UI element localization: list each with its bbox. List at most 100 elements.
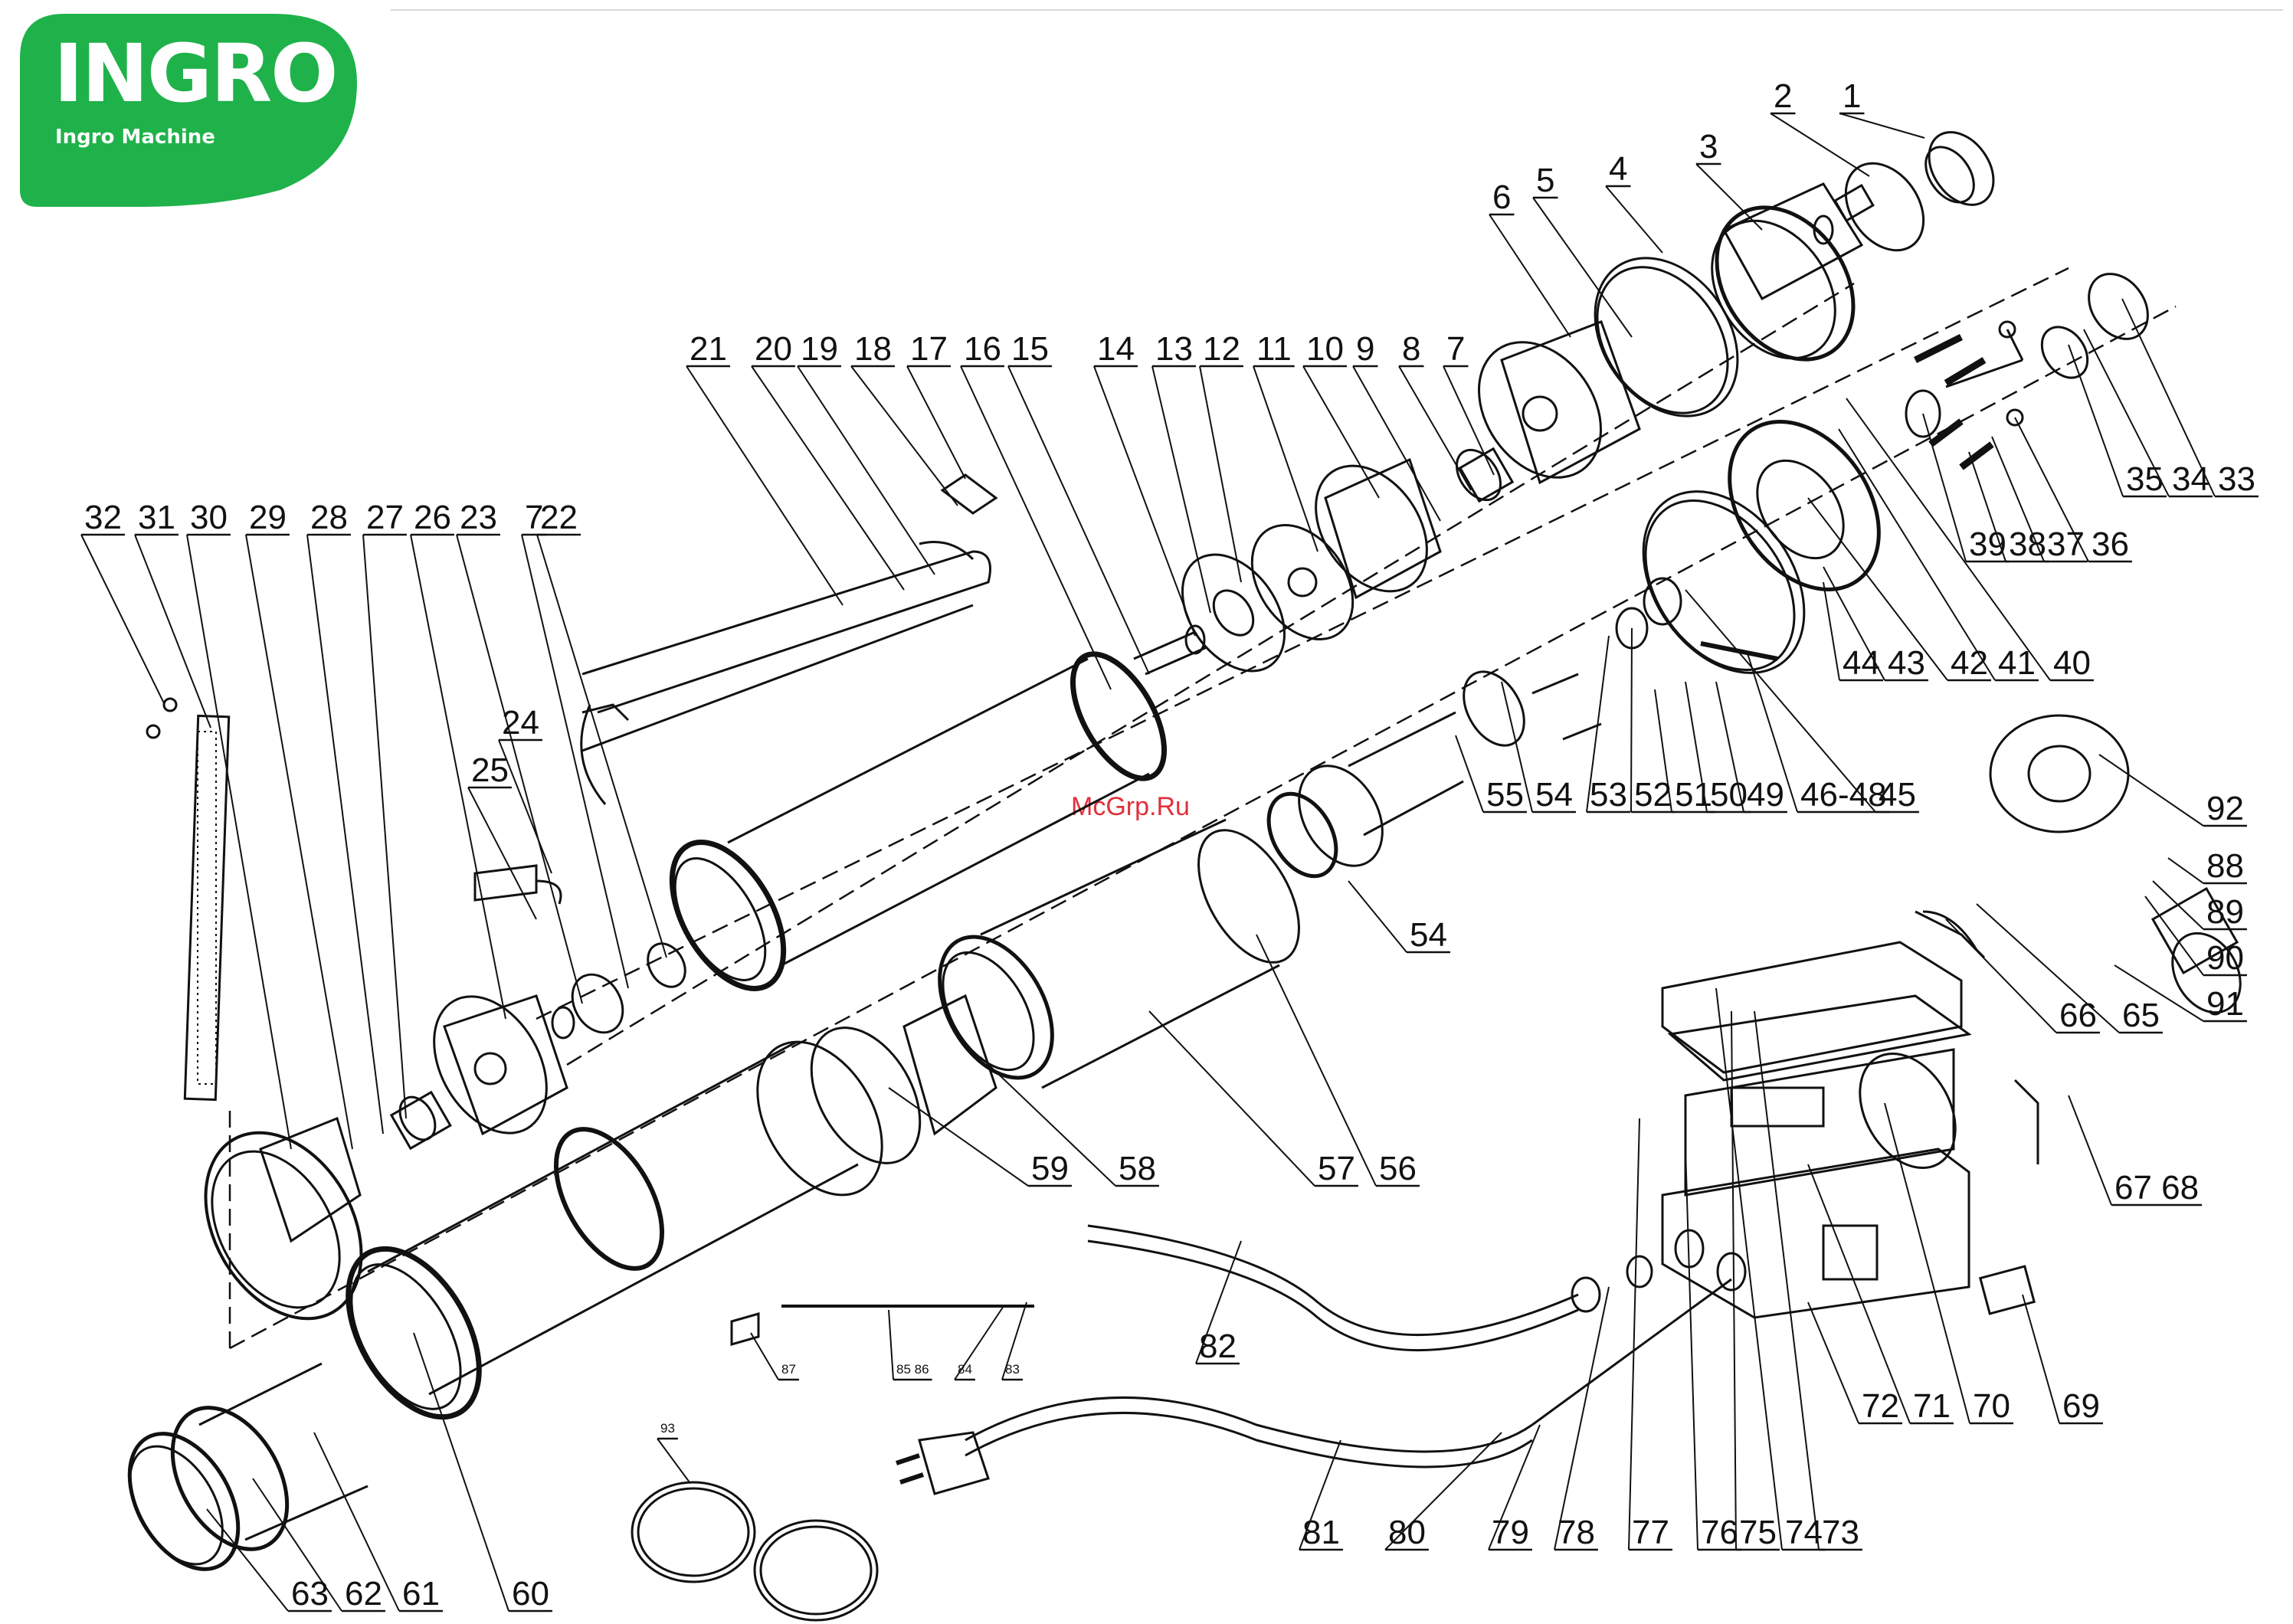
callout-53: 53 — [1590, 776, 1627, 814]
callout-leader — [2153, 881, 2203, 929]
callout-leader — [2023, 1295, 2059, 1423]
diffuser-top — [1454, 319, 1639, 501]
stator-winding — [916, 814, 1319, 1098]
plug — [896, 1432, 988, 1494]
callout-40: 40 — [2053, 644, 2091, 682]
callout-7-1: 7 — [525, 499, 543, 536]
callout-59: 59 — [1031, 1150, 1069, 1187]
callout-2: 2 — [1774, 77, 1792, 115]
seal-assembly — [1610, 263, 2160, 703]
callout-35: 35 — [2126, 460, 2164, 498]
callout-46-48: 46-48 — [1800, 776, 1887, 814]
callout-87: 87 — [781, 1362, 796, 1377]
callout-leader — [1977, 904, 2119, 1033]
callout-66: 66 — [2059, 997, 2097, 1034]
callout-leader — [1771, 113, 1869, 176]
callout-19: 19 — [801, 330, 838, 368]
callout-41: 41 — [1998, 644, 2036, 682]
callout-leader — [1731, 1011, 1736, 1550]
callout-leader — [751, 1333, 778, 1380]
callout-leader — [1716, 988, 1782, 1550]
callout-44: 44 — [1843, 644, 1880, 682]
callout-76: 76 — [1701, 1514, 1738, 1551]
callout-65: 65 — [2122, 997, 2160, 1034]
callout-13: 13 — [1155, 330, 1193, 368]
callout-leader — [1149, 1011, 1315, 1186]
bushing — [1448, 442, 1512, 509]
callout-leader — [1094, 366, 1195, 636]
callout-3: 3 — [1699, 128, 1718, 165]
power-cable-81 — [965, 1279, 1731, 1467]
callout-leader — [798, 366, 935, 575]
callout-89: 89 — [2206, 893, 2244, 931]
callout-leader — [1629, 1118, 1639, 1550]
callout-71: 71 — [1913, 1387, 1951, 1425]
callout-leader — [851, 366, 958, 506]
callout-77: 77 — [1632, 1514, 1669, 1551]
callout-leader — [1008, 366, 1149, 674]
callout-23: 23 — [460, 499, 497, 536]
pump-barrel — [649, 632, 1207, 1007]
callout-5: 5 — [1536, 162, 1554, 199]
spacer-tube — [391, 1091, 450, 1148]
motor-base — [107, 1364, 368, 1588]
control-box — [1662, 912, 2038, 1318]
callout-leader — [81, 535, 165, 705]
callout-30: 30 — [190, 499, 228, 536]
callout-57: 57 — [1318, 1150, 1355, 1187]
assembly-axis-upper — [536, 268, 2069, 1019]
callout-leader — [2069, 345, 2123, 496]
callout-58: 58 — [1119, 1150, 1156, 1187]
callout-85-86: 85 86 — [896, 1362, 929, 1377]
callout-leader — [246, 535, 352, 1149]
callout-leader — [1348, 881, 1407, 952]
callout-93: 93 — [660, 1421, 675, 1436]
callout-15: 15 — [1011, 330, 1049, 368]
callout-52: 52 — [1634, 776, 1672, 814]
callout-9: 9 — [1356, 330, 1374, 368]
callout-leader — [1399, 366, 1471, 490]
callout-leader — [961, 366, 1111, 689]
callout-leader — [1456, 735, 1483, 812]
callout-79: 79 — [1492, 1514, 1529, 1551]
callout-leader — [1946, 919, 2056, 1033]
rod-45 — [1701, 643, 1777, 659]
rotor-shaft — [1255, 661, 1601, 888]
callout-leader — [1200, 366, 1241, 582]
callout-22: 22 — [540, 499, 578, 536]
callout-92: 92 — [2206, 790, 2244, 827]
callout-leader — [2168, 858, 2203, 883]
callout-17: 17 — [910, 330, 948, 368]
callout-27: 27 — [366, 499, 404, 536]
callout-leader — [1631, 628, 1632, 812]
callout-leader — [187, 535, 291, 1149]
callout-26: 26 — [414, 499, 451, 536]
callout-37: 37 — [2047, 526, 2085, 563]
callout-78: 78 — [1558, 1514, 1595, 1551]
callout-91: 91 — [2206, 985, 2244, 1023]
callout-62: 62 — [345, 1575, 382, 1613]
outlet-cap — [1916, 120, 2007, 217]
callout-11: 11 — [1256, 330, 1292, 368]
screen-plate — [185, 715, 228, 1099]
callout-74: 74 — [1785, 1514, 1823, 1551]
callout-51: 51 — [1675, 776, 1712, 814]
callout-43: 43 — [1888, 644, 1925, 682]
callout-18: 18 — [854, 330, 892, 368]
callout-leader — [955, 1306, 1004, 1380]
callout-28: 28 — [310, 499, 348, 536]
callout-73: 73 — [1822, 1514, 1859, 1551]
callout-leader — [1253, 366, 1318, 552]
callout-67-68: 67 68 — [2114, 1169, 2199, 1207]
callout-leader — [207, 1509, 288, 1611]
accessories-83-87 — [732, 1306, 1034, 1344]
callout-8: 8 — [1402, 330, 1420, 368]
callout-leader — [1754, 1011, 1819, 1550]
callout-60: 60 — [512, 1575, 549, 1613]
callout-81: 81 — [1302, 1514, 1340, 1551]
callout-6: 6 — [1492, 178, 1511, 216]
callout-56: 56 — [1379, 1150, 1417, 1187]
callout-leader — [1808, 1302, 1859, 1423]
